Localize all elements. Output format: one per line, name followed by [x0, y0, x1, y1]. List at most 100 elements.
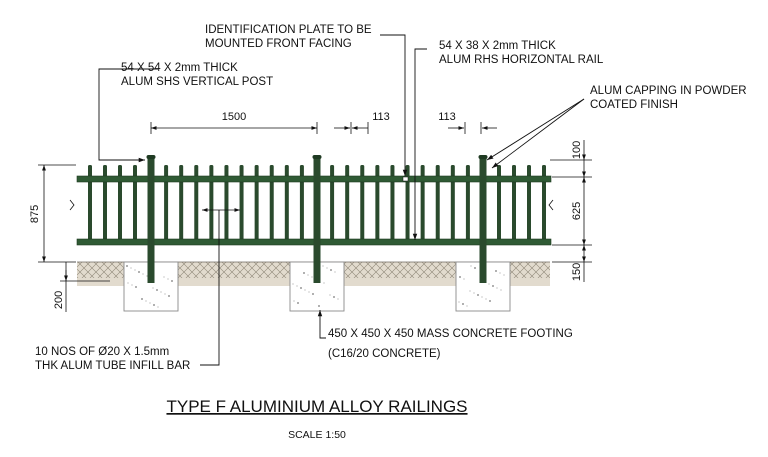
infill-bar [194, 165, 199, 245]
concrete-speckle [311, 276, 313, 278]
concrete-speckle [481, 296, 483, 298]
post-label-line1: 54 X 54 X 2mm THICK [121, 62, 238, 74]
concrete-speckle [473, 292, 475, 294]
dim-overall-height: 875 [29, 205, 41, 223]
concrete-speckle [503, 274, 505, 276]
concrete-speckle [152, 287, 154, 289]
concrete-speckle [334, 271, 336, 273]
infill-bar [269, 165, 274, 245]
concrete-speckle [333, 296, 335, 298]
infill-bar [542, 165, 546, 245]
concrete-speckle [469, 290, 471, 292]
infill-bar [405, 165, 410, 245]
concrete-speckle [496, 287, 498, 289]
infill-bar [239, 165, 244, 245]
infill-bar [435, 165, 440, 245]
infill-bar [254, 165, 259, 245]
post-label-line2: ALUM SHS VERTICAL POST [121, 76, 273, 88]
infill-bar [465, 165, 470, 245]
post-leader [98, 68, 158, 163]
dim-top-offset: 100 [571, 141, 583, 159]
infill-bar [512, 165, 516, 245]
vertical-post [147, 157, 155, 283]
concrete-speckle [135, 286, 137, 288]
concrete-speckle [304, 289, 306, 291]
concrete-speckle [296, 285, 298, 287]
infill-bar [527, 165, 531, 245]
footing-leader [317, 310, 326, 339]
concrete-speckle [157, 306, 159, 308]
infill-bar [299, 165, 304, 245]
concrete-speckle [297, 302, 299, 304]
dim-bar-gap-2: 113 [438, 111, 456, 123]
infill-bar [133, 165, 137, 245]
dim-footing-depth: 200 [53, 291, 65, 309]
infill-bar [224, 165, 229, 245]
concrete-speckle [171, 280, 173, 282]
drawing-scale: SCALE 1:50 [288, 429, 346, 441]
capping-leader-2 [491, 98, 585, 169]
infill-bar [118, 165, 122, 245]
concrete-speckle [489, 300, 491, 302]
infill-leader [200, 210, 220, 366]
dim-post-spacing: 1500 [222, 111, 246, 123]
concrete-speckle [142, 273, 144, 275]
concrete-speckle [303, 272, 305, 274]
infill-bar [284, 165, 289, 245]
capping-label-line2: COATED FINISH [590, 99, 678, 111]
concrete-speckle [500, 289, 502, 291]
infill-bar [450, 165, 455, 245]
concrete-speckle [488, 283, 490, 285]
concrete-speckle [326, 267, 328, 269]
concrete-speckle [307, 274, 309, 276]
plate-label-line1: IDENTIFICATION PLATE TO BE [205, 24, 372, 36]
concrete-speckle [163, 276, 165, 278]
concrete-speckle [141, 298, 143, 300]
dim-bottom-clearance: 150 [571, 263, 583, 281]
concrete-speckle [474, 267, 476, 269]
plate-label-line2: MOUNTED FRONT FACING [205, 38, 352, 50]
concrete-speckle [308, 291, 310, 293]
concrete-speckle [312, 293, 314, 295]
concrete-speckle [458, 301, 460, 303]
concrete-speckle [463, 278, 465, 280]
concrete-speckle [492, 285, 494, 287]
concrete-speckle [131, 284, 133, 286]
concrete-speckle [156, 289, 158, 291]
concrete-speckle [330, 269, 332, 271]
infill-bar [345, 165, 350, 245]
capping-label-line1: ALUM CAPPING IN POWDER [590, 85, 747, 97]
concrete-speckle [462, 303, 464, 305]
infill-bar [390, 165, 395, 245]
concrete-speckle [318, 305, 320, 307]
identification-plate [402, 176, 409, 182]
concrete-speckle [138, 271, 140, 273]
break-line-right [548, 199, 554, 211]
concrete-speckle [300, 287, 302, 289]
concrete-speckle [329, 294, 331, 296]
infill-bar [360, 165, 365, 245]
concrete-speckle [495, 270, 497, 272]
infill-bar [330, 165, 335, 245]
drawing-title: TYPE F ALUMINIUM ALLOY RAILINGS [166, 397, 467, 416]
concrete-speckle [499, 272, 501, 274]
infill-label-line1: 10 NOS OF Ø20 X 1.5mm [35, 346, 169, 358]
concrete-speckle [134, 269, 136, 271]
concrete-speckle [160, 291, 162, 293]
concrete-speckle [477, 294, 479, 296]
rail-label-line1: 54 X 38 X 2mm THICK [439, 40, 556, 52]
footing-label-line1: 450 X 450 X 450 MASS CONCRETE FOOTING [328, 328, 573, 340]
post-capping [146, 155, 156, 159]
concrete-speckle [323, 282, 325, 284]
concrete-speckle [337, 298, 339, 300]
post-capping [312, 155, 322, 159]
vertical-post [479, 157, 487, 283]
infill-bar [103, 165, 107, 245]
concrete-speckle [293, 300, 295, 302]
concrete-speckle [322, 265, 324, 267]
infill-bar [209, 165, 214, 245]
infill-bar [375, 165, 380, 245]
concrete-speckle [153, 304, 155, 306]
dim-bar-gap-1: 113 [372, 111, 390, 123]
